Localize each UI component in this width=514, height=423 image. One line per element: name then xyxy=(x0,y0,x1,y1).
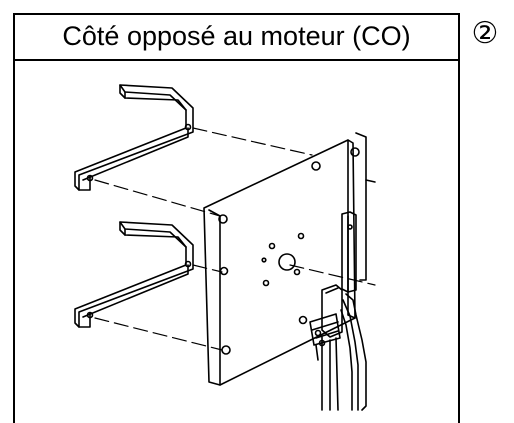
lower-bracket xyxy=(74,221,194,328)
caption-box: Côté opposé au moteur (CO) xyxy=(13,13,460,61)
figure-caption: Côté opposé au moteur (CO) xyxy=(62,20,411,51)
mounting-plate xyxy=(203,139,356,386)
clamp-assembly xyxy=(309,284,343,411)
frame-post xyxy=(340,132,376,411)
assembly-lines xyxy=(94,127,376,351)
step-number-badge: ② xyxy=(471,17,499,50)
figure-frame xyxy=(13,13,460,423)
upper-bracket xyxy=(74,84,194,191)
